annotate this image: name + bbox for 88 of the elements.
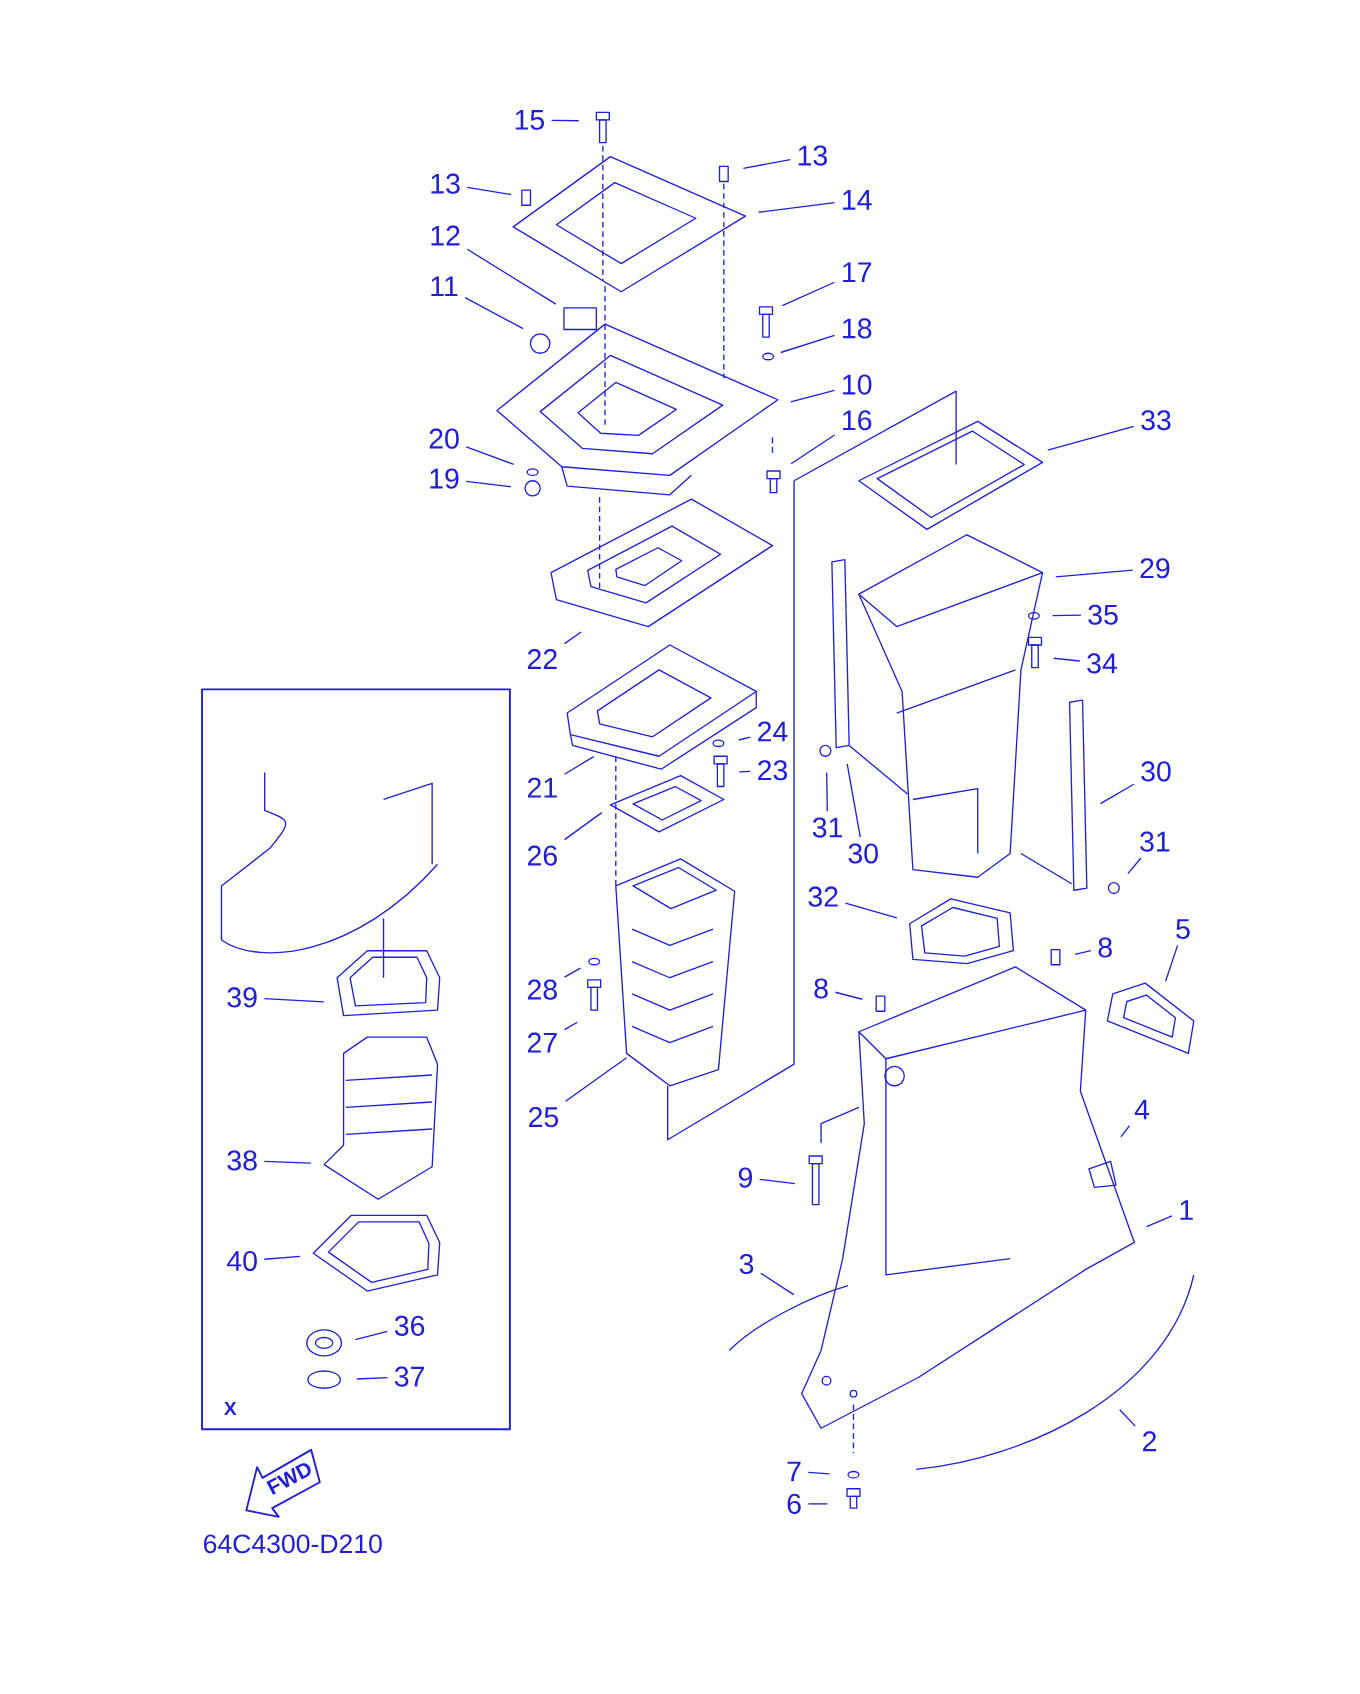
leader-line xyxy=(466,186,512,196)
callout-number: 29 xyxy=(1140,558,1170,579)
leader-line xyxy=(1051,614,1082,617)
callout-number: 40 xyxy=(226,1250,257,1272)
callout-number: 31 xyxy=(1140,831,1170,852)
leader-line xyxy=(465,480,512,488)
callout-number: 23 xyxy=(758,760,787,781)
callout-number: 1 xyxy=(1180,1200,1193,1220)
callout-number: 26 xyxy=(527,845,557,866)
leader-line xyxy=(825,772,828,812)
leader-line xyxy=(738,770,751,773)
leader-line xyxy=(1127,857,1142,875)
callout-number: 12 xyxy=(431,225,460,246)
callout-number: 7 xyxy=(787,1461,801,1482)
callout-number: 24 xyxy=(758,721,788,742)
callout-number: 28 xyxy=(527,979,557,1000)
callout-number: 37 xyxy=(394,1366,424,1387)
callout-number: 8 xyxy=(1098,937,1112,958)
callout-number: 25 xyxy=(528,1107,558,1128)
leader-line xyxy=(790,434,836,465)
callout-number: 8 xyxy=(814,978,828,999)
callout-number: 13 xyxy=(431,173,460,194)
leader-line xyxy=(757,202,836,213)
callout-number: 32 xyxy=(808,886,838,907)
callout-number: 35 xyxy=(1088,604,1118,625)
callout-number: 30 xyxy=(1141,761,1171,782)
leader-line xyxy=(563,812,603,841)
callout-number: 2 xyxy=(1142,1431,1156,1452)
callout-number: 31 xyxy=(812,817,842,838)
callout-number: 11 xyxy=(431,276,458,297)
callout-number: 6 xyxy=(787,1493,801,1514)
leader-line xyxy=(466,248,557,305)
callout-number: 19 xyxy=(430,468,459,489)
callout-number: 15 xyxy=(515,110,544,130)
leader-line xyxy=(356,1376,388,1380)
leader-line xyxy=(1074,950,1092,955)
callout-number: 14 xyxy=(843,190,872,210)
leader-line xyxy=(563,967,582,978)
callout-number: 3 xyxy=(739,1253,754,1275)
callout-number: 30 xyxy=(848,843,878,864)
leader-line xyxy=(1055,569,1134,578)
leader-line xyxy=(465,446,515,465)
leader-line xyxy=(1052,657,1081,662)
leader-line xyxy=(263,1160,312,1164)
leader-line xyxy=(738,736,751,741)
callout-number: 39 xyxy=(227,987,257,1008)
leader-line xyxy=(781,281,836,307)
callout-number: 36 xyxy=(394,1315,425,1336)
callout-number: 27 xyxy=(527,1032,557,1053)
leader-line xyxy=(1099,783,1135,805)
callout-number: 17 xyxy=(843,262,872,283)
leader-line xyxy=(844,902,898,919)
callout-number: 34 xyxy=(1087,653,1117,674)
callout-number: 20 xyxy=(429,428,459,449)
leader-line xyxy=(354,1330,388,1341)
callout-number: 16 xyxy=(843,410,872,431)
callout-number: 33 xyxy=(1141,410,1171,431)
leader-line xyxy=(759,1178,796,1185)
leader-line xyxy=(1120,1125,1131,1138)
leader-line xyxy=(263,997,325,1003)
leader-line xyxy=(563,631,582,645)
leader-line xyxy=(464,296,524,330)
leader-line xyxy=(564,1057,628,1102)
leader-line xyxy=(1119,1409,1136,1427)
leader-line xyxy=(789,389,836,403)
callout-number: 10 xyxy=(843,374,872,395)
callout-number: 9 xyxy=(738,1167,752,1188)
callout-number: 21 xyxy=(527,777,557,798)
leader-line xyxy=(1047,425,1135,451)
leader-line xyxy=(1145,1215,1173,1228)
leader-line xyxy=(742,159,791,169)
leader-line xyxy=(780,334,836,354)
callout-number: 18 xyxy=(843,318,872,339)
callout-number: 22 xyxy=(527,649,557,669)
callout-number: 13 xyxy=(798,145,827,166)
leader-line xyxy=(807,1471,830,1475)
leader-line xyxy=(263,1255,301,1260)
leader-line xyxy=(563,755,595,775)
leader-line xyxy=(1164,944,1179,982)
callout-number: 5 xyxy=(1176,919,1190,940)
leader-line xyxy=(563,1021,578,1031)
callout-number: 4 xyxy=(1134,1099,1149,1120)
leader-line xyxy=(807,1503,828,1505)
leader-line xyxy=(846,763,861,838)
leader-line xyxy=(550,119,580,122)
leader-line xyxy=(760,1272,795,1296)
callout-number: 38 xyxy=(227,1150,257,1171)
leader-line xyxy=(834,991,863,1000)
